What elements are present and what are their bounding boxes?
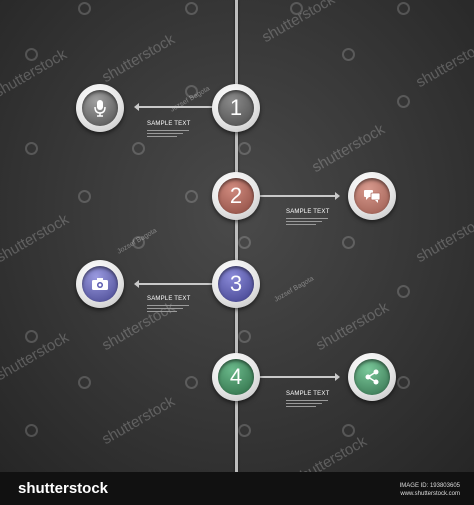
step-1-label: SAMPLE TEXT	[147, 121, 191, 127]
watermark-ring	[238, 330, 251, 343]
watermark-text: shutterstock	[413, 210, 474, 267]
watermark-author: Jozsef Bagota	[116, 227, 159, 256]
connector-line-3	[134, 280, 214, 288]
watermark-ring	[397, 2, 410, 15]
watermark-ring	[25, 48, 38, 61]
stock-footer: shutterstock IMAGE ID: 193803605 www.shu…	[0, 472, 474, 505]
image-id-info: IMAGE ID: 193803605 www.shutterstock.com	[400, 482, 460, 498]
watermark-ring	[185, 376, 198, 389]
step-2-number-badge: 2	[212, 172, 260, 220]
watermark-ring	[132, 236, 145, 249]
step-4-number-badge: 4	[212, 353, 260, 401]
image-id: IMAGE ID: 193803605	[399, 483, 460, 489]
speech-bubbles-icon	[364, 190, 381, 203]
watermark-ring	[397, 376, 410, 389]
watermark-author: Jozsef Bagota	[273, 275, 316, 304]
watermark-ring	[25, 424, 38, 437]
watermark-ring	[185, 2, 198, 15]
watermark-text: shutterstock	[313, 298, 392, 355]
watermark-text: shutterstock	[0, 210, 72, 267]
microphone-icon	[94, 100, 106, 117]
watermark-ring	[397, 95, 410, 108]
watermark-ring	[78, 190, 91, 203]
step-4-text-lines	[286, 400, 328, 409]
watermark-ring	[342, 236, 355, 249]
camera-icon	[92, 278, 108, 290]
timeline-axis	[235, 0, 238, 472]
watermark-ring	[25, 330, 38, 343]
site-url: www.shutterstock.com	[400, 491, 460, 497]
step-3-number: 3	[229, 271, 243, 296]
step-4-label: SAMPLE TEXT	[286, 391, 330, 397]
step-3-text-lines	[147, 305, 189, 314]
step-4-number: 4	[229, 364, 243, 389]
watermark-ring	[185, 190, 198, 203]
watermark-text: shutterstock	[99, 392, 178, 449]
watermark-text: shutterstock	[99, 30, 178, 87]
watermark-text: shutterstock	[291, 432, 370, 472]
connector-line-2	[258, 192, 340, 200]
step-1-number: 1	[229, 95, 243, 120]
step-3-icon-badge	[76, 260, 124, 308]
watermark-ring	[78, 376, 91, 389]
watermark-text: shutterstock	[309, 120, 388, 177]
step-3-number-badge: 3	[212, 260, 260, 308]
watermark-ring	[342, 424, 355, 437]
watermark-ring	[290, 2, 303, 15]
watermark-ring	[132, 142, 145, 155]
step-2-text-lines	[286, 218, 328, 227]
step-2-icon-badge	[348, 172, 396, 220]
step-2-label: SAMPLE TEXT	[286, 209, 330, 215]
step-1-icon-badge	[76, 84, 124, 132]
share-icon	[365, 369, 379, 385]
watermark-ring	[342, 48, 355, 61]
step-1-text-lines	[147, 130, 189, 139]
connector-line-4	[258, 373, 340, 381]
watermark-ring	[25, 142, 38, 155]
watermark-ring	[397, 285, 410, 298]
shutterstock-logo: shutterstock	[18, 480, 109, 497]
connector-line-1	[134, 103, 214, 111]
infographic-canvas: shutterstock shutterstock shutterstock s…	[0, 0, 474, 472]
watermark-ring	[78, 2, 91, 15]
watermark-ring	[238, 142, 251, 155]
watermark-ring	[185, 85, 198, 98]
watermark-ring	[238, 424, 251, 437]
watermark-text: shutterstock	[413, 35, 474, 92]
step-1-number-badge: 1	[212, 84, 260, 132]
watermark-ring	[238, 236, 251, 249]
step-3-label: SAMPLE TEXT	[147, 296, 191, 302]
step-2-number: 2	[229, 183, 243, 208]
step-4-icon-badge	[348, 353, 396, 401]
